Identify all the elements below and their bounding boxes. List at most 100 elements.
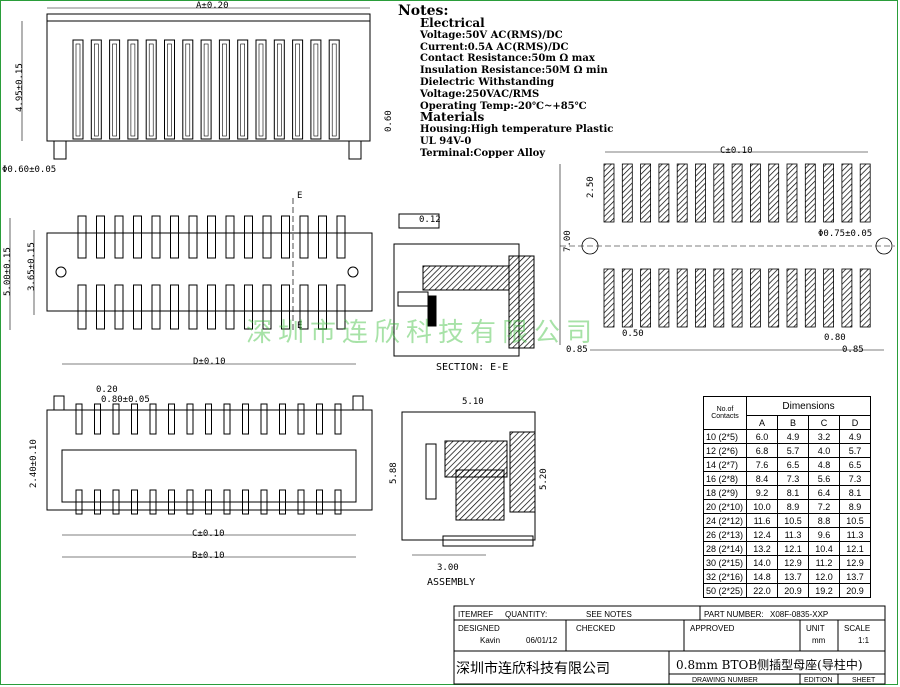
bottom-pin-upper: [94, 403, 101, 435]
dim-5-20: 5.20: [539, 468, 549, 490]
table-cell-d: 12.1: [839, 541, 871, 556]
front-rib-inner: [185, 43, 191, 137]
dielectric-voltage-note: Voltage:250VAC/RMS: [420, 88, 540, 100]
bottom-pin-lower: [279, 489, 286, 515]
footprint-pad-bottom: [658, 268, 670, 328]
front-rib: [218, 39, 230, 140]
company-name: 深圳市连欣科技有限公司: [456, 661, 610, 677]
front-rib: [90, 39, 102, 140]
dim-5-00: 5.00±0.15: [3, 247, 13, 296]
table-cell-d: 8.9: [839, 499, 871, 514]
footprint-pad-bottom: [768, 268, 780, 328]
bottom-pin-upper: [316, 403, 323, 435]
table-cell-b: 12.9: [777, 555, 809, 570]
fp-dim-0-85-right: 0.85: [842, 345, 864, 355]
title-block-frame: [453, 605, 886, 685]
section-label: SECTION: E-E: [436, 362, 509, 373]
table-cell-a: 12.4: [746, 527, 778, 542]
table-cell-a: 22.0: [746, 583, 778, 598]
bottom-pin-lower: [149, 489, 157, 515]
footprint-pad-bottom: [621, 268, 633, 328]
footprint-pad-bottom: [676, 268, 688, 328]
plan-pin-top: [188, 215, 198, 259]
dim-3-00: 3.00: [437, 563, 459, 573]
footprint-pad-top: [786, 163, 798, 223]
footprint-pad-top: [841, 163, 853, 223]
table-cell-c: 9.6: [808, 527, 840, 542]
dim-0-60: 0.60: [384, 110, 394, 132]
table-cell-b: 12.1: [777, 541, 809, 556]
dim-b: B±0.10: [192, 551, 225, 561]
table-cell-c: 7.2: [808, 499, 840, 514]
assembly-view: [401, 411, 536, 556]
front-rib: [273, 39, 285, 140]
footprint-pad-top: [859, 163, 871, 223]
table-cell-c: 12.0: [808, 569, 840, 584]
footprint-pad-bottom: [603, 268, 615, 328]
plan-pin-bottom: [299, 284, 309, 330]
footprint-pad-top: [713, 163, 725, 223]
bottom-pin-lower: [131, 489, 138, 515]
table-cell-d: 11.3: [839, 527, 871, 542]
plan-pin-bottom: [207, 284, 216, 330]
table-cell-d: 20.9: [839, 583, 871, 598]
assembly-label: ASSEMBLY: [427, 577, 476, 588]
footprint-pad-top: [640, 163, 651, 223]
bottom-pin-upper: [112, 403, 120, 435]
footprint-pad-bottom: [695, 268, 706, 328]
plan-pin-top: [96, 215, 105, 259]
design-date: 06/01/12: [526, 636, 558, 645]
footprint-pad-top: [823, 163, 834, 223]
bottom-pin-upper: [186, 403, 194, 435]
table-cell-b: 6.5: [777, 457, 809, 472]
bottom-pin-upper: [223, 403, 231, 435]
front-rib-inner: [258, 43, 264, 137]
plan-pin-top: [299, 215, 309, 259]
plan-pin-bottom: [96, 284, 105, 330]
electrical-heading: Electrical: [420, 16, 485, 30]
col-b-header: B: [777, 415, 809, 430]
table-cell-b: 8.9: [777, 499, 809, 514]
unit-label: UNIT: [806, 624, 825, 633]
sheet-label: SHEET: [852, 677, 876, 684]
plan-pin-top: [225, 215, 235, 259]
plan-pin-bottom: [77, 284, 87, 330]
dim-pitch: 0.80±0.05: [101, 395, 150, 405]
table-cell-a: 10.0: [746, 499, 778, 514]
table-cell-d: 4.9: [839, 429, 871, 444]
plan-pin-top: [207, 215, 216, 259]
table-cell-a: 6.8: [746, 443, 778, 458]
dielectric-note: Dielectric Withstanding: [420, 76, 555, 88]
table-cell-b: 13.7: [777, 569, 809, 584]
approved-label: APPROVED: [690, 624, 735, 633]
table-cell-c: 11.2: [808, 555, 840, 570]
table-cell-contacts: 10 (2*5): [703, 429, 747, 444]
unit-value: mm: [812, 636, 826, 645]
table-cell-contacts: 16 (2*8): [703, 471, 747, 486]
footprint-pad-top: [658, 163, 670, 223]
table-cell-contacts: 12 (2*6): [703, 443, 747, 458]
scale-label: SCALE: [844, 624, 871, 633]
housing-note: Housing:High temperature Plastic: [420, 124, 614, 136]
dim-phi-0-60: Φ0.60±0.05: [2, 165, 57, 175]
bottom-pin-lower: [112, 489, 120, 515]
plan-pin-top: [281, 215, 290, 259]
table-cell-c: 10.4: [808, 541, 840, 556]
see-notes: SEE NOTES: [586, 610, 632, 619]
bottom-pin-upper: [205, 403, 212, 435]
footprint-pads: [603, 163, 871, 328]
scale-value: 1:1: [858, 636, 870, 645]
bottom-pin-upper: [279, 403, 286, 435]
bottom-pin-lower: [168, 489, 175, 515]
table-cell-c: 4.8: [808, 457, 840, 472]
plan-pin-bottom: [281, 284, 290, 330]
front-rib: [255, 39, 267, 140]
plan-pin-bottom: [318, 284, 327, 330]
